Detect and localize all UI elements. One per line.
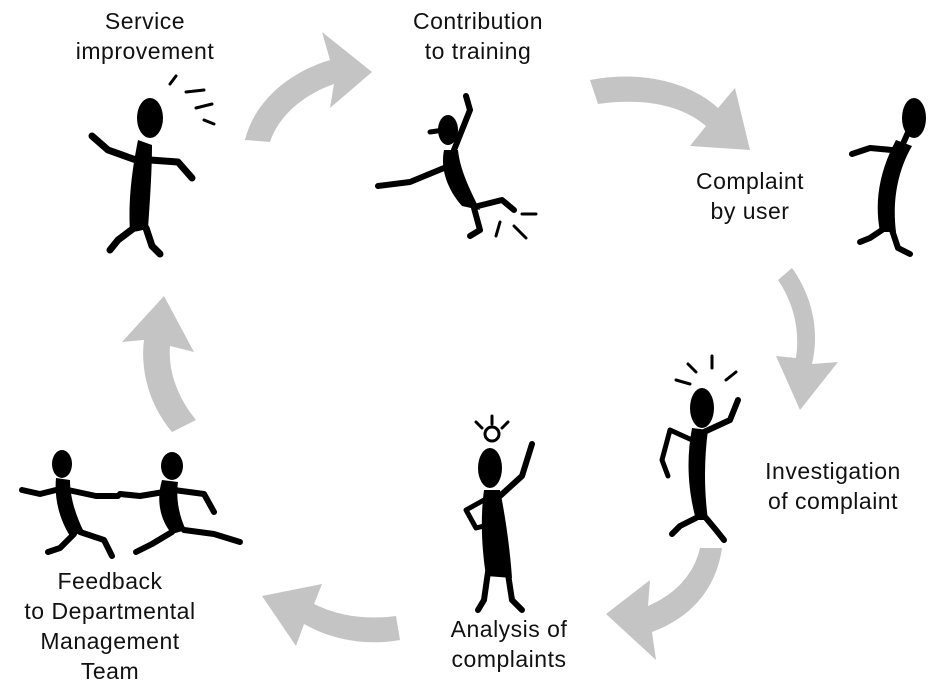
cycle-arrow-feedback-to-improvement <box>122 296 196 432</box>
stage-label-contribution-to-training: Contribution to training <box>412 8 544 64</box>
analysis-of-complaints-figure-icon <box>463 414 535 613</box>
stage-label-feedback-to-dmt: Feedback to Departmental Management Team <box>24 568 196 684</box>
cycle-arrow-investigation-to-analysis <box>606 548 722 660</box>
stage-label-complaint-by-user: Complaint by user <box>695 168 805 224</box>
service-improvement-figure-icon <box>88 74 216 258</box>
cycle-arrow-analysis-to-feedback <box>262 584 400 646</box>
feedback-relay-runners-figure-icon <box>19 450 243 559</box>
cycle-arrow-improvement-to-training <box>245 32 372 142</box>
complaint-by-user-figure-icon <box>849 98 926 257</box>
stage-label-investigation-of-complaint: Investigation of complaint <box>765 458 901 514</box>
stage-label-service-improvement: Service improvement <box>75 8 215 64</box>
contribution-to-training-figure-icon <box>375 93 538 240</box>
stage-label-analysis-of-complaints: Analysis of complaints <box>450 616 568 672</box>
cycle-arrow-training-to-complaint <box>590 76 750 150</box>
investigation-of-complaint-figure-icon <box>659 354 741 543</box>
cycle-arrow-complaint-to-investigation <box>776 268 838 410</box>
